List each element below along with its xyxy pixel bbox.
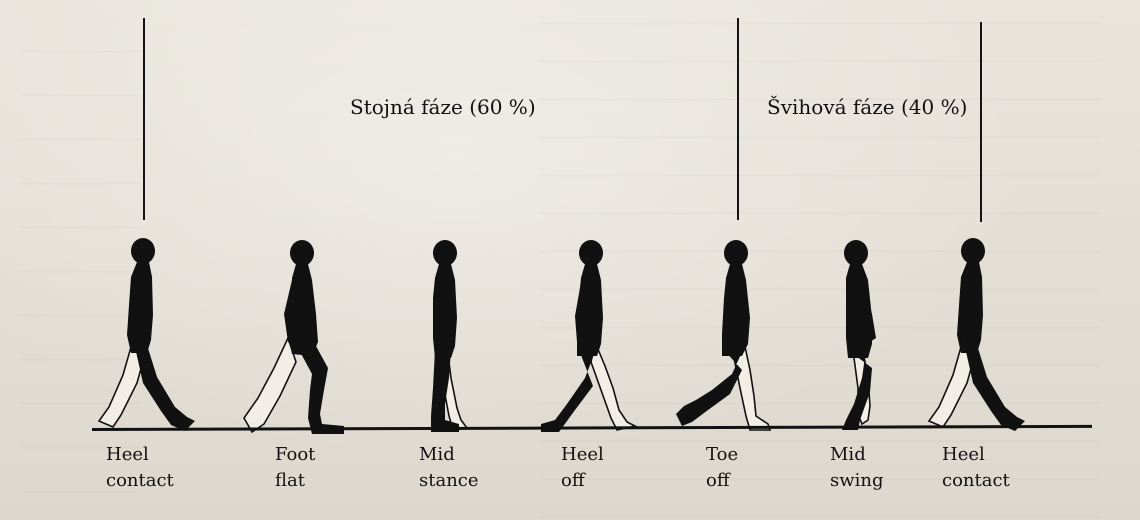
gait-event-label: Mid swing [830, 442, 884, 494]
gait-event-label: Heel off [561, 442, 604, 494]
figure-foot-flat [240, 238, 350, 438]
gait-event-line1: Mid [830, 442, 884, 468]
gait-event-line2: contact [106, 468, 174, 494]
gait-event-line1: Mid [419, 442, 479, 468]
figure-mid-swing [822, 238, 902, 438]
divider-line-end [980, 22, 982, 222]
divider-line-toe-off [737, 18, 739, 220]
gait-event-line2: off [561, 468, 604, 494]
gait-event-label: Toe off [706, 442, 738, 494]
gait-event-line1: Foot [275, 442, 315, 468]
figure-heel-off [535, 238, 645, 438]
swing-phase-label: Švihová fáze (40 %) [767, 95, 967, 119]
gait-event-line2: flat [275, 468, 315, 494]
gait-event-label: Foot flat [275, 442, 315, 494]
gait-event-label: Heel contact [942, 442, 1010, 494]
figure-heel-contact [95, 235, 205, 435]
gait-event-line1: Heel [106, 442, 174, 468]
gait-event-line2: stance [419, 468, 479, 494]
gait-event-line1: Heel [942, 442, 1010, 468]
stance-phase-label: Stojná fáze (60 %) [350, 95, 536, 119]
gait-event-label: Mid stance [419, 442, 479, 494]
gait-event-line1: Toe [706, 442, 738, 468]
gait-event-line2: swing [830, 468, 884, 494]
gait-event-line1: Heel [561, 442, 604, 468]
gait-event-line2: off [706, 468, 738, 494]
figure-heel-contact-end [925, 235, 1035, 435]
figure-mid-stance [405, 238, 485, 438]
gait-event-label: Heel contact [106, 442, 174, 494]
gait-event-line2: contact [942, 468, 1010, 494]
figure-toe-off [670, 238, 780, 438]
divider-line-start [143, 18, 145, 220]
